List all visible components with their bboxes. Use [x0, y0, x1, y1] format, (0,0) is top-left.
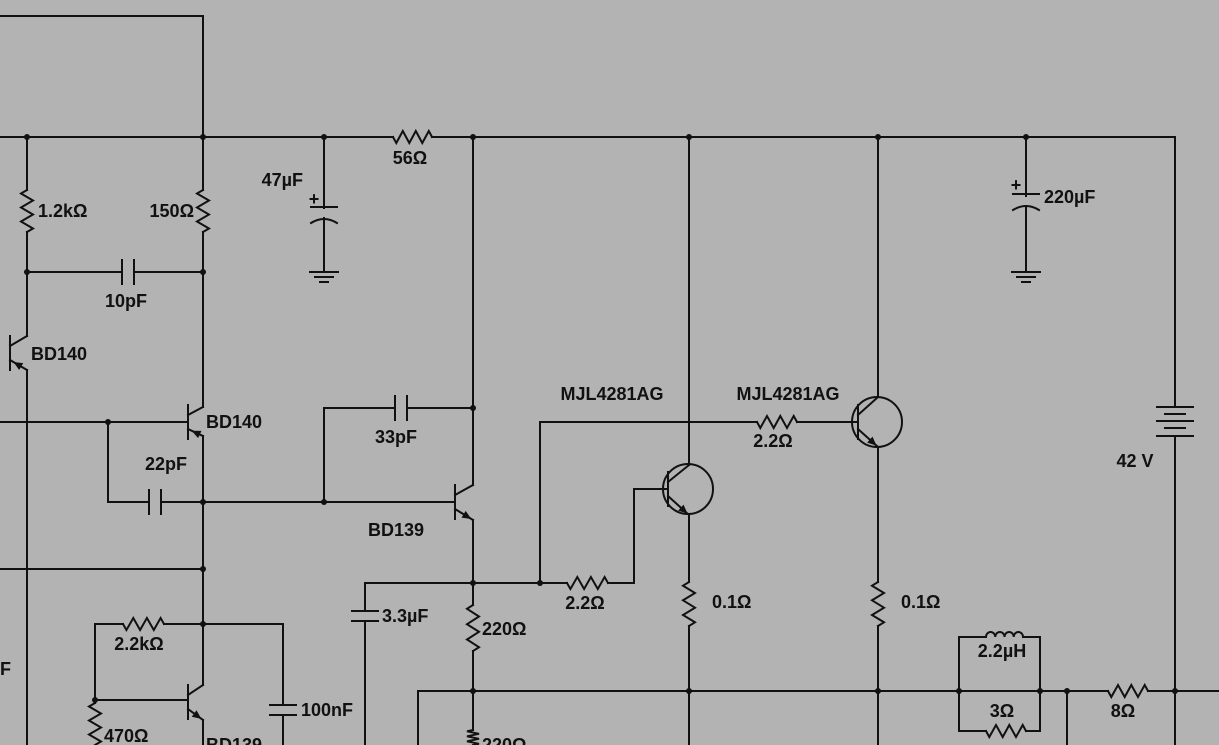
- label-mjl4281ag-a: MJL4281AG: [560, 384, 663, 404]
- resistor-3: [984, 722, 1028, 740]
- label-22pf: 22pF: [145, 454, 187, 474]
- battery-42v: [1156, 406, 1194, 437]
- label-100nf: 100nF: [301, 700, 353, 720]
- resistor-8: [1106, 682, 1150, 700]
- resistor-bottom: [466, 728, 480, 745]
- resistor-470: [87, 701, 103, 745]
- label-bd139-bottom: BD139: [206, 735, 262, 745]
- resistor-2r2-b: [755, 413, 799, 431]
- polarity-mark-220uf: +: [1011, 175, 1022, 195]
- capacitor-22pf: [148, 489, 162, 515]
- transistor-mjl4281ag-a: [662, 463, 714, 517]
- label-2k2: 2.2kΩ: [114, 634, 163, 654]
- label-supply-voltage: 42 V: [1116, 451, 1153, 471]
- label-2r2-a: 2.2Ω: [565, 593, 604, 613]
- resistor-56: [391, 128, 434, 146]
- label-8: 8Ω: [1111, 701, 1135, 721]
- inductor-2u2h: [984, 631, 1025, 639]
- ground-220uf: [1011, 271, 1041, 283]
- label-150: 150Ω: [150, 201, 194, 221]
- label-33pf: 33pF: [375, 427, 417, 447]
- label-bd140: BD140: [206, 412, 262, 432]
- resistor-150: [195, 188, 211, 234]
- label-bd139: BD139: [368, 520, 424, 540]
- resistor-2r2-a: [565, 574, 610, 592]
- transistor-bd139: [453, 483, 475, 522]
- resistor-220: [465, 603, 481, 653]
- capacitor-220uf: [1011, 193, 1041, 212]
- label-1k2: 1.2kΩ: [38, 201, 87, 221]
- capacitor-10pf: [121, 259, 135, 285]
- label-2r2-b: 2.2Ω: [753, 431, 792, 451]
- label-470: 470Ω: [104, 726, 148, 745]
- label-56: 56Ω: [393, 148, 427, 168]
- polarity-mark-47uf: +: [309, 189, 320, 209]
- label-3u3f: 3.3µF: [382, 606, 428, 626]
- label-0r1-a: 0.1Ω: [712, 592, 751, 612]
- junction-dots: [24, 134, 1178, 703]
- transistor-bd140: [186, 404, 205, 440]
- label-220uf: 220µF: [1044, 187, 1095, 207]
- label-bottom-resistor: 220Ω: [482, 735, 526, 745]
- wires: [0, 15, 1219, 745]
- label-2u2h: 2.2µH: [978, 641, 1026, 661]
- transistor-mjl4281ag-b: [851, 395, 903, 449]
- capacitor-33pf: [394, 395, 408, 421]
- resistor-0r1-b: [870, 580, 886, 628]
- label-bd140-left: BD140: [31, 344, 87, 364]
- label-0r1-b: 0.1Ω: [901, 592, 940, 612]
- resistor-2k2: [121, 615, 166, 633]
- label-edge-capacitor: F: [0, 659, 11, 679]
- resistor-0r1-a: [681, 580, 697, 628]
- label-47uf: 47µF: [262, 170, 303, 190]
- transistor-bd140-left: [8, 334, 29, 372]
- transistor-bd139-bottom: [186, 683, 205, 722]
- label-10pf: 10pF: [105, 291, 147, 311]
- capacitor-47uf: [309, 206, 339, 225]
- label-mjl4281ag-b: MJL4281AG: [736, 384, 839, 404]
- label-220: 220Ω: [482, 619, 526, 639]
- capacitor-3u3f: [351, 610, 379, 622]
- capacitor-100nf: [269, 704, 297, 716]
- ground-47uf: [309, 271, 339, 283]
- resistor-1k2: [19, 188, 35, 234]
- label-3: 3Ω: [990, 701, 1014, 721]
